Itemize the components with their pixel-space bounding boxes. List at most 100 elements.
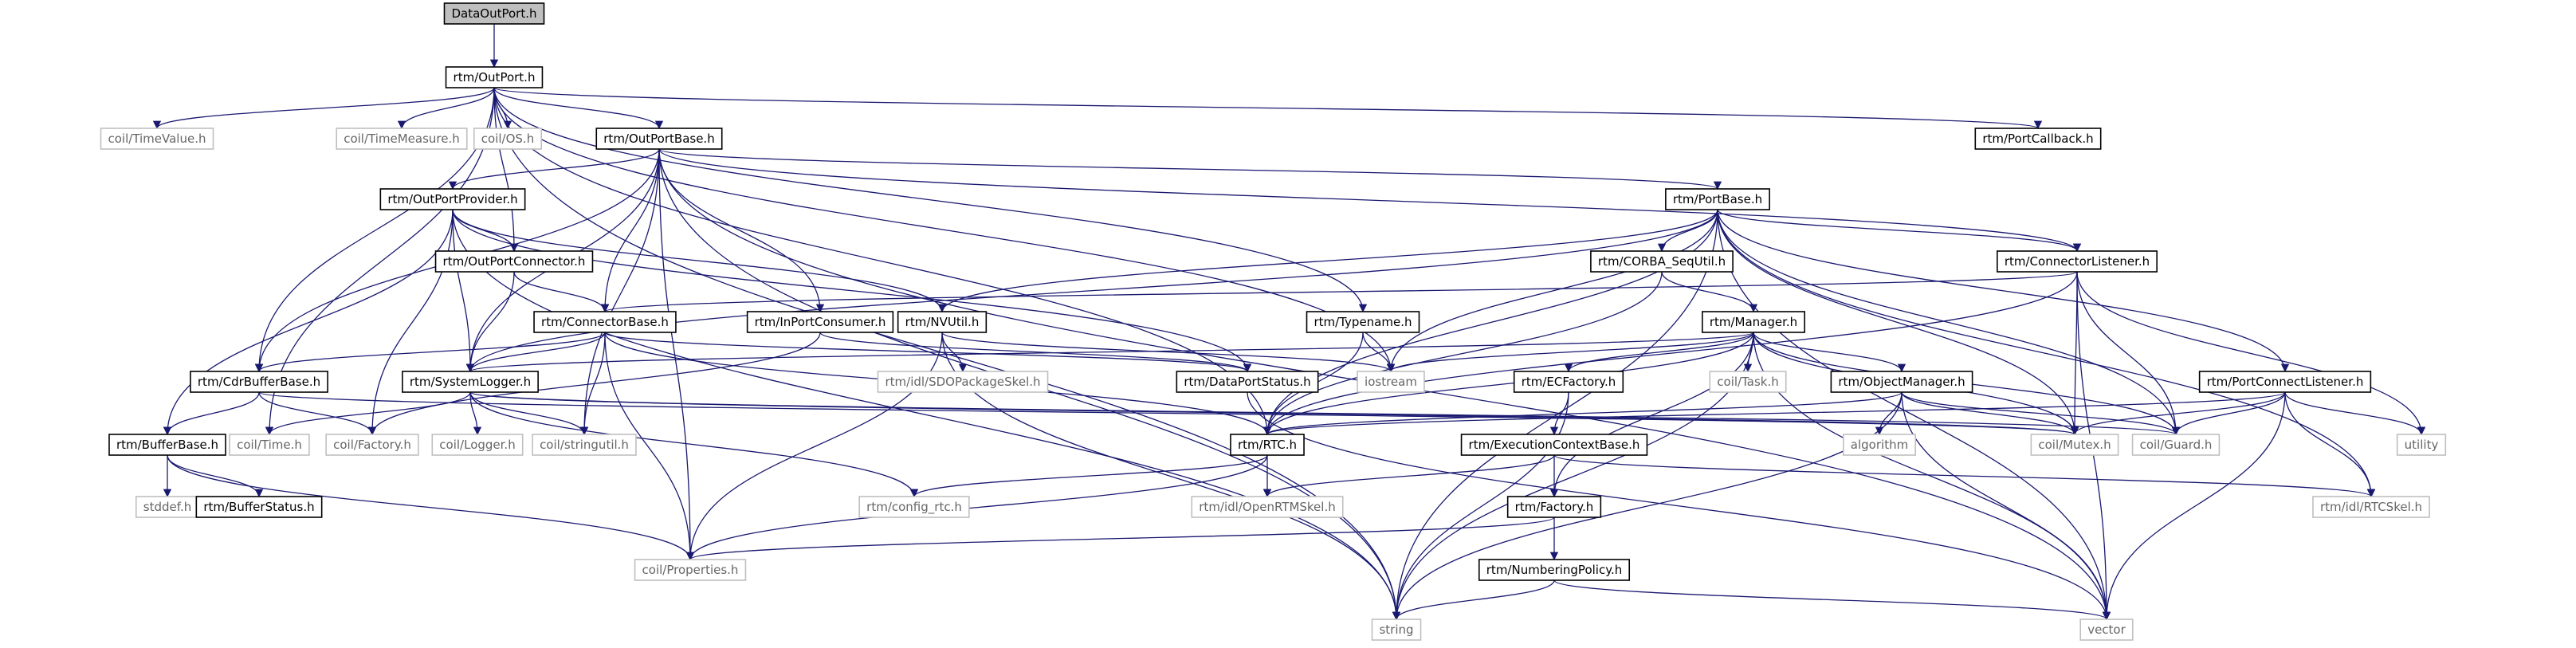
edge-manager-to-objectmanager [1753, 332, 1906, 373]
node-cdrbufferbase[interactable]: rtm/CdrBufferBase.h [190, 371, 328, 393]
node-connectorlistener[interactable]: rtm/ConnectorListener.h [1997, 250, 2158, 273]
node-timemeasure[interactable]: coil/TimeMeasure.h [336, 128, 468, 150]
node-label: rtm/BufferStatus.h [203, 500, 314, 514]
edge-bufferbase-to-bufferstatus [167, 454, 264, 498]
node-openrtmskel[interactable]: rtm/idl/OpenRTMSkel.h [1191, 496, 1344, 518]
node-coiltask[interactable]: coil/Task.h [1709, 371, 1787, 393]
edge-outportconnector-to-connectorbase [513, 271, 610, 313]
node-coilfactory[interactable]: coil/Factory.h [325, 434, 419, 456]
node-nvutil[interactable]: rtm/NVUtil.h [897, 311, 988, 333]
node-outport[interactable]: rtm/OutPort.h [445, 66, 544, 88]
node-sdopackage[interactable]: rtm/idl/SDOPackageSkel.h [877, 371, 1049, 393]
node-objectmanager[interactable]: rtm/ObjectManager.h [1830, 371, 1973, 393]
node-iostream[interactable]: iostream [1357, 371, 1425, 393]
node-box [1842, 434, 1917, 456]
node-box [1176, 371, 1319, 393]
edge-outportprovider-to-nvutil [452, 209, 947, 313]
node-configrtc[interactable]: rtm/config_rtc.h [858, 496, 970, 518]
node-stringutil[interactable]: coil/stringutil.h [532, 434, 637, 456]
node-vector[interactable]: vector [2079, 619, 2134, 641]
node-box [325, 434, 419, 456]
node-rtc[interactable]: rtm/RTC.h [1230, 434, 1305, 456]
node-coilos[interactable]: coil/OS.h [473, 128, 543, 150]
node-algorithm[interactable]: algorithm [1842, 434, 1917, 456]
node-ecfactory[interactable]: rtm/ECFactory.h [1513, 371, 1624, 393]
node-execctxbase[interactable]: rtm/ExecutionContextBase.h [1460, 434, 1648, 456]
node-label: rtm/PortBase.h [1673, 192, 1762, 206]
edge-outport-to-timemeasure [397, 87, 495, 130]
node-box [434, 250, 594, 273]
edge-numbering-to-string [1392, 579, 1555, 621]
edge-portconnectlistener-to-vector [2102, 391, 2286, 621]
node-string[interactable]: string [1371, 619, 1422, 641]
edge-outport-to-timevalue [152, 87, 495, 130]
node-bufferstatus[interactable]: rtm/BufferStatus.h [195, 496, 323, 518]
node-label: iostream [1365, 375, 1417, 389]
node-properties[interactable]: coil/Properties.h [634, 559, 747, 581]
node-coiltime[interactable]: coil/Time.h [229, 434, 310, 456]
edge-manager-to-systemlogger [466, 332, 1754, 373]
node-coilguard[interactable]: coil/Guard.h [2131, 434, 2221, 456]
node-timevalue[interactable]: coil/TimeValue.h [100, 128, 214, 150]
node-utility[interactable]: utility [2396, 434, 2447, 456]
node-box [2396, 434, 2447, 456]
node-numbering[interactable]: rtm/NumberingPolicy.h [1478, 559, 1631, 581]
edge-connectorbase-to-properties [604, 332, 695, 561]
node-box [532, 434, 637, 456]
node-label: utility [2405, 438, 2439, 452]
node-manager[interactable]: rtm/Manager.h [1702, 311, 1805, 333]
edge-inportconsumer-to-dataportstatus [819, 332, 1251, 373]
node-dataportstatus[interactable]: rtm/DataPortStatus.h [1176, 371, 1319, 393]
edge-outportbase-to-portbase [658, 148, 1722, 190]
node-outportbase[interactable]: rtm/OutPortBase.h [595, 128, 723, 150]
node-label: coil/Time.h [237, 438, 302, 452]
edge-objectmanager-to-coilmutex [1901, 391, 2079, 436]
node-connectorbase[interactable]: rtm/ConnectorBase.h [533, 311, 677, 333]
node-rtmfactory[interactable]: rtm/Factory.h [1506, 496, 1602, 518]
node-box [1191, 496, 1344, 518]
node-label: rtm/CORBA_SeqUtil.h [1598, 254, 1726, 269]
edge-objectmanager-to-vector [1901, 391, 2111, 621]
node-label: rtm/OutPort.h [454, 70, 536, 84]
node-box [1702, 311, 1805, 333]
node-typename[interactable]: rtm/Typename.h [1306, 311, 1420, 333]
edge-outportbase-to-properties [658, 148, 695, 561]
node-label: coil/Factory.h [333, 438, 411, 452]
node-box [533, 311, 677, 333]
node-portcallback[interactable]: rtm/PortCallback.h [1974, 128, 2102, 150]
edge-connectorlistener-to-coilguard [2076, 271, 2181, 436]
node-systemlogger[interactable]: rtm/SystemLogger.h [402, 371, 539, 393]
edge-cdrbufferbase-to-bufferbase [163, 391, 260, 436]
node-box [858, 496, 970, 518]
node-label: rtm/BufferBase.h [116, 438, 218, 452]
node-label: coil/Properties.h [642, 563, 739, 577]
node-corbaseq[interactable]: rtm/CORBA_SeqUtil.h [1590, 250, 1734, 273]
node-outportprovider[interactable]: rtm/OutPortProvider.h [379, 188, 526, 210]
edge-connectorlistener-to-rtc [1262, 271, 2078, 436]
node-coillogger[interactable]: coil/Logger.h [431, 434, 524, 456]
edge-systemlogger-to-coilmutex [469, 391, 2079, 436]
node-rtcskel[interactable]: rtm/idl/RTCSkel.h [2312, 496, 2430, 518]
node-portbase[interactable]: rtm/PortBase.h [1665, 188, 1770, 210]
node-label: rtm/ExecutionContextBase.h [1469, 438, 1640, 452]
node-coilmutex[interactable]: coil/Mutex.h [2030, 434, 2119, 456]
node-label: coil/Task.h [1717, 375, 1778, 389]
node-label: rtm/ECFactory.h [1522, 375, 1616, 389]
node-box [1478, 559, 1631, 581]
node-portconnectlistener[interactable]: rtm/PortConnectListener.h [2198, 371, 2372, 393]
edge-inportconsumer-to-coilfactory [367, 332, 821, 436]
edge-execctxbase-to-rtcskel [1553, 454, 2375, 498]
node-dataoutport[interactable]: DataOutPort.h [443, 2, 545, 25]
node-inportconsumer[interactable]: rtm/InPortConsumer.h [746, 311, 894, 333]
node-box [877, 371, 1049, 393]
edge-outportbase-to-outportprovider [448, 148, 660, 190]
node-label: rtm/RTC.h [1238, 438, 1297, 452]
node-bufferbase[interactable]: rtm/BufferBase.h [108, 434, 226, 456]
node-stddef[interactable]: stddef.h [135, 496, 200, 518]
node-outportconnector[interactable]: rtm/OutPortConnector.h [434, 250, 594, 273]
node-box [897, 311, 988, 333]
node-label: rtm/CdrBufferBase.h [198, 375, 320, 389]
edge-systemlogger-to-stringutil [469, 391, 589, 436]
node-label: coil/OS.h [481, 132, 534, 146]
edge-portbase-to-rtcskel [1717, 209, 2376, 498]
